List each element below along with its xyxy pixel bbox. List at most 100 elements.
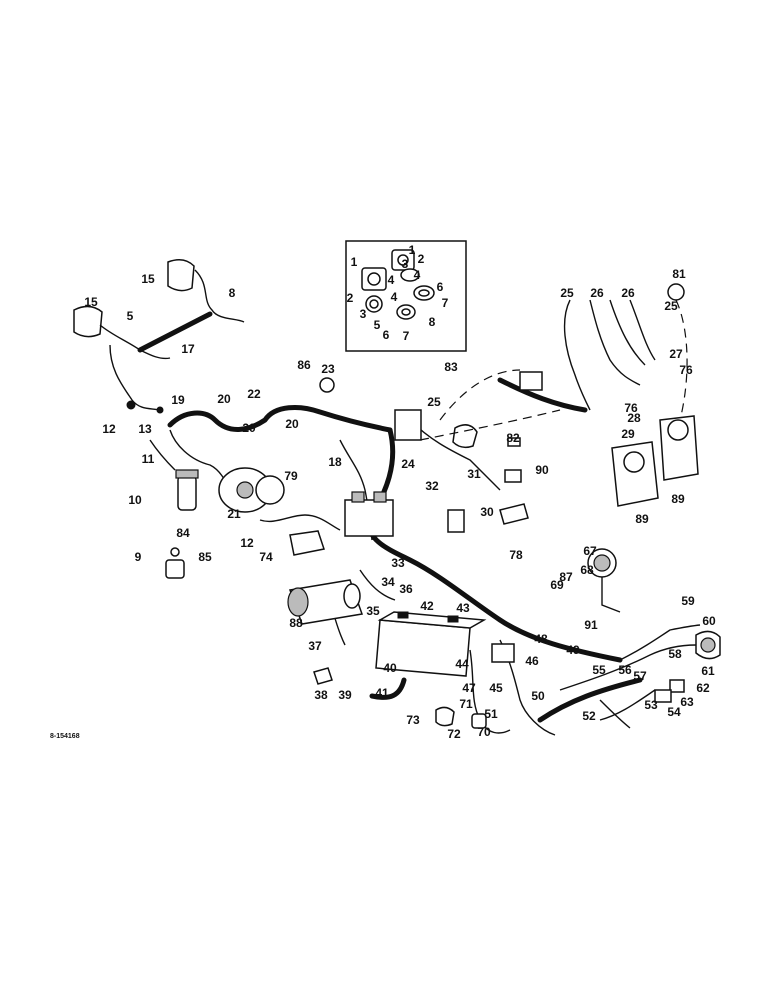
callout-54: 54: [667, 705, 681, 719]
callout-21: 21: [227, 507, 241, 521]
callout-83: 83: [444, 360, 458, 374]
callout-44: 44: [455, 657, 469, 671]
callout-90: 90: [535, 463, 549, 477]
callout-27: 27: [669, 347, 683, 361]
callout-51: 51: [484, 707, 498, 721]
callout-5: 5: [127, 309, 134, 323]
rear-harness: [559, 644, 697, 729]
callout-40: 40: [383, 661, 397, 675]
flasher-86: [319, 377, 335, 393]
callout-23: 23: [321, 362, 335, 376]
callout-18: 18: [328, 455, 342, 469]
callout-15: 15: [84, 295, 98, 309]
callout-25: 25: [664, 299, 678, 313]
callout-72: 72: [447, 727, 461, 741]
callout-52: 52: [582, 709, 596, 723]
callout-50: 50: [531, 689, 545, 703]
inset-callout-4: 4: [391, 290, 398, 304]
inset-callout-7: 7: [442, 296, 449, 310]
callout-89: 89: [635, 512, 649, 526]
callout-63: 63: [680, 695, 694, 709]
callout-37: 37: [308, 639, 322, 653]
callout-56: 56: [618, 663, 632, 677]
callout-25: 25: [427, 395, 441, 409]
fuse-block: [344, 409, 422, 537]
callout-87: 87: [559, 570, 573, 584]
inset-socket-right: [391, 249, 435, 320]
headlight-harness: [73, 259, 245, 414]
callout-32: 32: [425, 479, 439, 493]
callout-12: 12: [102, 422, 116, 436]
callout-34: 34: [381, 575, 395, 589]
callout-55: 55: [592, 663, 606, 677]
callout-62: 62: [696, 681, 710, 695]
callout-84: 84: [176, 526, 190, 540]
callout-91: 91: [584, 618, 598, 632]
drawing-code: 8-154168: [50, 733, 80, 740]
callout-76: 76: [679, 363, 693, 377]
callout-31: 31: [467, 467, 481, 481]
callout-29: 29: [621, 427, 635, 441]
callout-45: 45: [489, 681, 503, 695]
callout-59: 59: [681, 594, 695, 608]
callout-47: 47: [462, 681, 476, 695]
callout-12: 12: [240, 536, 254, 550]
callout-20: 20: [285, 417, 299, 431]
callout-88: 88: [289, 616, 303, 630]
callout-36: 36: [399, 582, 413, 596]
callout-30: 30: [480, 505, 494, 519]
callout-11: 11: [142, 452, 155, 466]
callout-53: 53: [644, 698, 658, 712]
callout-10: 10: [128, 493, 142, 507]
callout-33: 33: [391, 556, 405, 570]
callout-70: 70: [477, 725, 491, 739]
inset-callout-3: 3: [360, 307, 367, 321]
part-73: [435, 706, 455, 727]
gauge-harness: [419, 283, 688, 441]
inset-socket-left: [361, 267, 387, 313]
flood-light: [587, 548, 621, 613]
callout-13: 13: [138, 422, 152, 436]
callout-79: 79: [284, 469, 298, 483]
inset-callout-7: 7: [403, 329, 410, 343]
callout-58: 58: [668, 647, 682, 661]
callout-57: 57: [633, 669, 647, 683]
callout-78: 78: [509, 548, 523, 562]
callout-74: 74: [259, 550, 273, 564]
callout-69: 69: [550, 578, 564, 592]
inset-callout-6: 6: [383, 328, 390, 342]
callout-82: 82: [506, 431, 520, 445]
callout-41: 41: [375, 686, 389, 700]
battery: [375, 611, 487, 677]
callout-43: 43: [456, 601, 470, 615]
inset-callout-2: 2: [347, 291, 354, 305]
callout-8: 8: [229, 286, 236, 300]
inset-callout-8: 8: [429, 315, 436, 329]
callout-89: 89: [671, 492, 685, 506]
callout-85: 85: [198, 550, 212, 564]
callout-68: 68: [580, 563, 594, 577]
callout-26: 26: [621, 286, 635, 300]
inset-callout-4: 4: [414, 268, 421, 282]
callout-15: 15: [141, 272, 155, 286]
tail-light: [695, 630, 721, 660]
callout-73: 73: [406, 713, 420, 727]
inset-detail-box: [345, 240, 467, 352]
callout-86: 86: [297, 358, 311, 372]
inset-callout-5: 5: [374, 318, 381, 332]
ignition-coil: [175, 469, 199, 511]
callout-20: 20: [217, 392, 231, 406]
regulator-74: [289, 530, 325, 556]
inset-callout-4: 4: [388, 273, 395, 287]
callout-42: 42: [420, 599, 434, 613]
starter-motor: [287, 579, 364, 625]
callout-9: 9: [135, 550, 142, 564]
inset-callout-2: 2: [418, 252, 425, 266]
callout-60: 60: [702, 614, 716, 628]
inset-callout-1: 1: [409, 243, 416, 257]
callout-22: 22: [247, 387, 261, 401]
callout-26: 26: [590, 286, 604, 300]
inset-callout-1: 1: [351, 255, 358, 269]
